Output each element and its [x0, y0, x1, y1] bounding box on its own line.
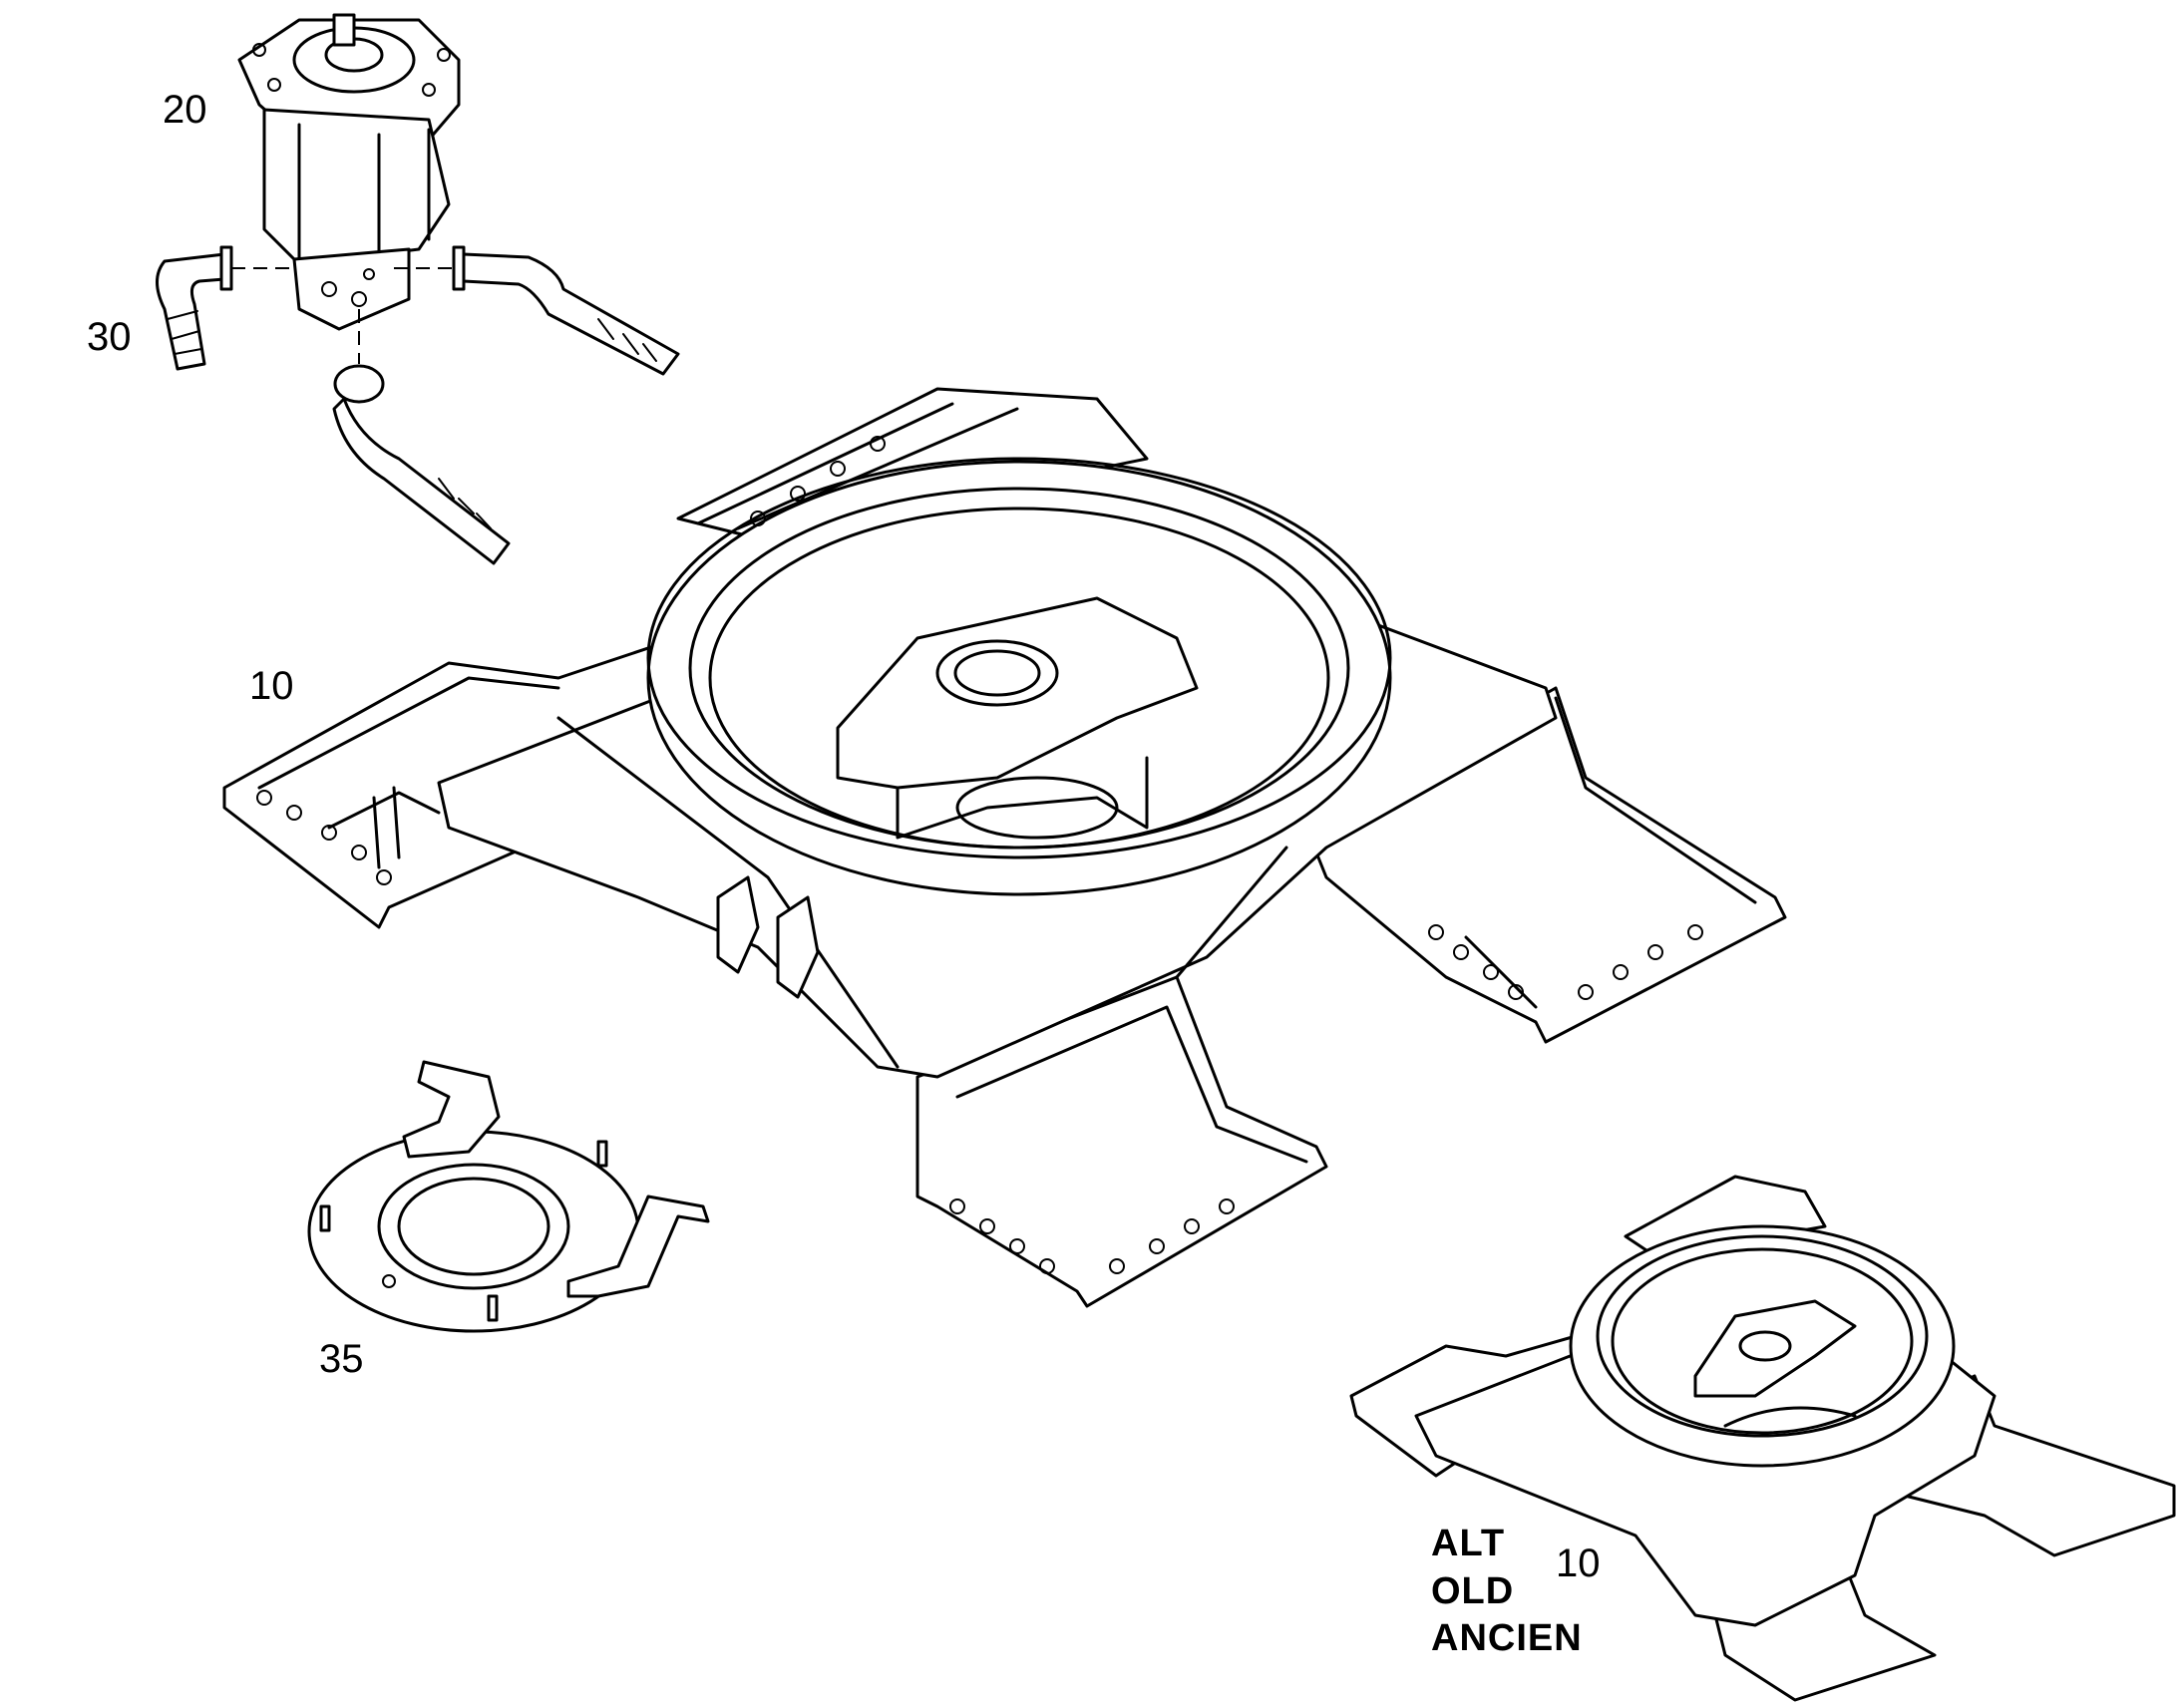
callout-hoses: 30 [87, 315, 132, 359]
main-frame-drawing [222, 387, 1787, 1308]
alt-label-line3: ANCIEN [1431, 1617, 1583, 1659]
alt-label-line1: ALT [1431, 1523, 1506, 1564]
callout-alt-frame: 10 [1556, 1541, 1601, 1585]
callout-plate: 35 [319, 1337, 364, 1381]
motor-drawing [237, 13, 461, 331]
callout-frame: 10 [249, 664, 294, 708]
callout-motor: 20 [163, 88, 207, 132]
alt-label: ALT OLD ANCIEN [1431, 1521, 1583, 1663]
alt-frame-drawing [1349, 1175, 2176, 1702]
alt-label-line2: OLD [1431, 1569, 1515, 1612]
plate-drawing [307, 1060, 710, 1333]
hoses-drawing [156, 245, 680, 565]
